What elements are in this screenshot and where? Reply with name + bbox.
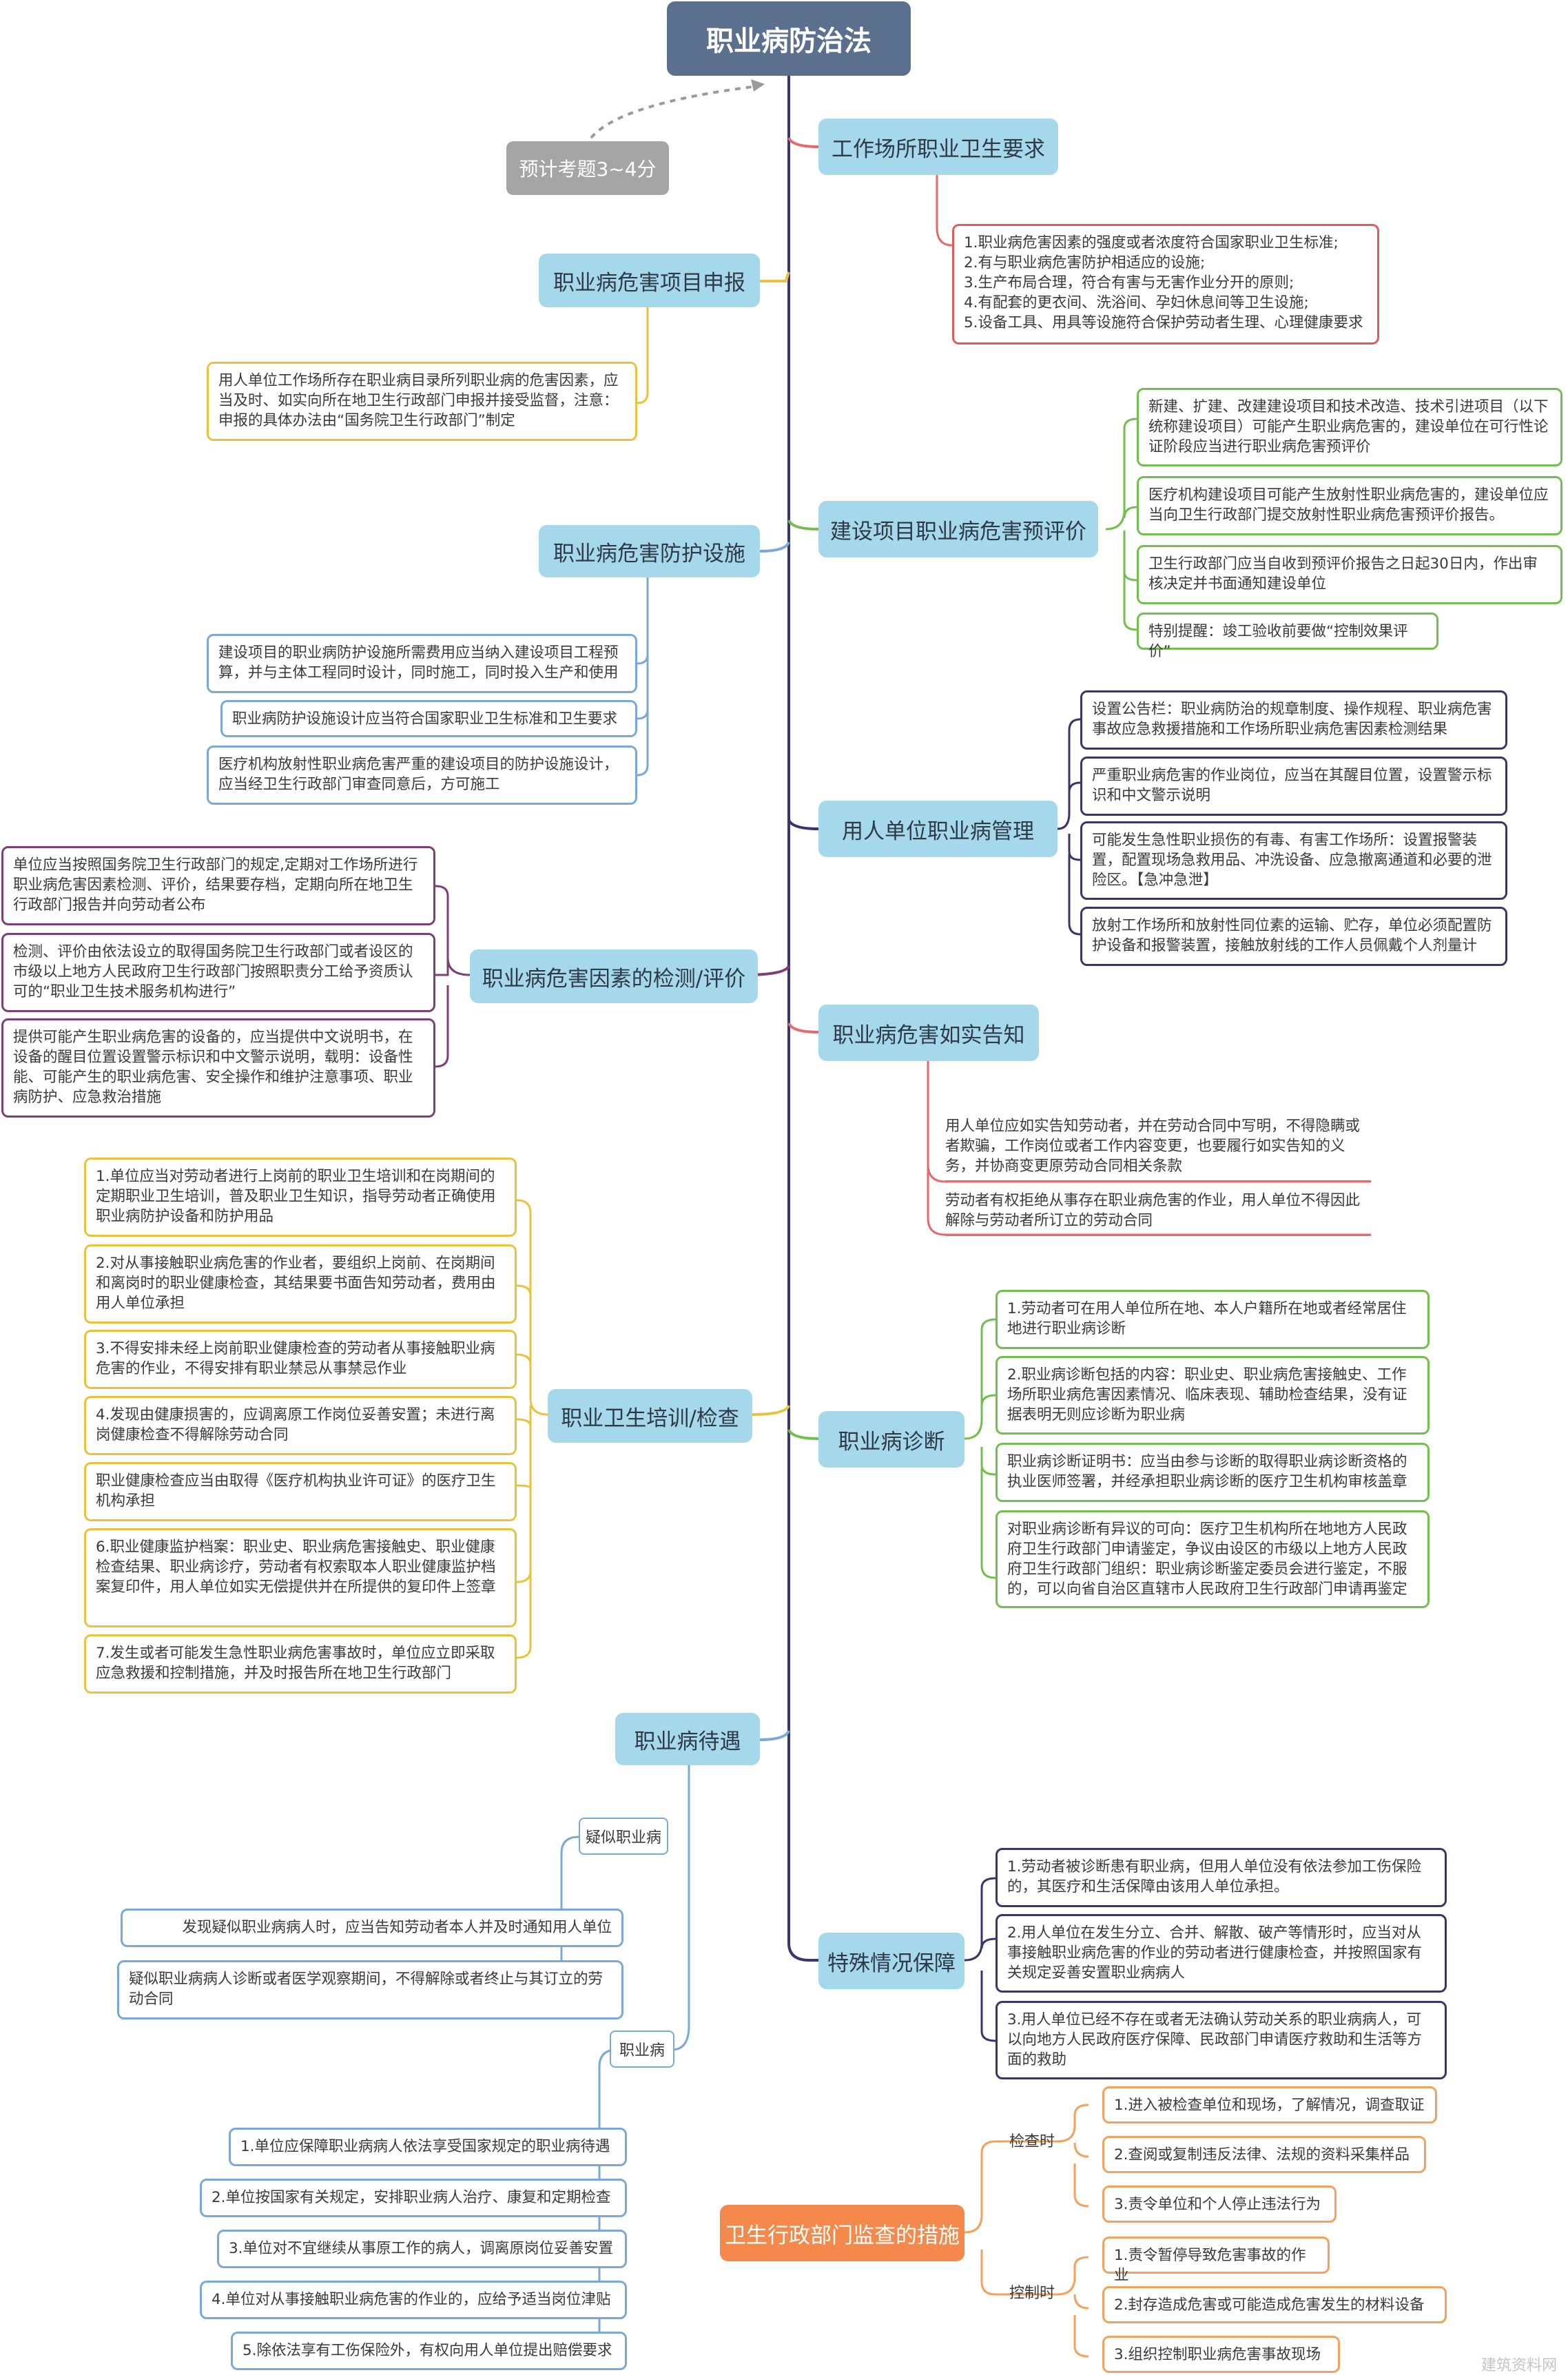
training-item-1: 1.单位应当对劳动者进行上岗前的职业卫生培训和在岗期间的定期职业卫生培训，普及职…: [84, 1158, 517, 1237]
branch-treatment: [759, 1730, 790, 1741]
disease-item-4: 4.单位对从事接触职业病危害的作业的，应给予适当岗位津贴: [200, 2281, 627, 2319]
topic-special[interactable]: 特殊情况保障: [818, 1933, 964, 1989]
diagnose-item-2: 2.职业病诊断包括的内容：职业史、职业病危害接触史、工作场所职业病危害因素情况、…: [996, 1356, 1430, 1435]
branch-preeval: [787, 520, 819, 531]
special-item-1: 1.劳动者被诊断患有职业病，但用人单位没有依法参加工伤保险的，其医疗和生活保障由…: [996, 1848, 1447, 1907]
topic-manage[interactable]: 用人单位职业病管理: [818, 801, 1058, 857]
diagnose-item-1: 1.劳动者可在用人单位所在地、本人户籍所在地或者经常居住地进行职业病诊断: [996, 1290, 1430, 1349]
preeval-item-2: 医疗机构建设项目可能产生放射性职业病危害的，建设单位应当向卫生行政部门提交放射性…: [1137, 476, 1562, 535]
root-title[interactable]: 职业病防治法: [667, 1, 911, 76]
topic-detect[interactable]: 职业病危害因素的检测/评价: [470, 949, 758, 1003]
diagnose-item-4: 对职业病诊断有异议的可向：医疗卫生机构所在地地方人民政府卫生行政部门申请鉴定，争…: [996, 1510, 1430, 1608]
special-item-2: 2.用人单位在发生分立、合并、解散、破产等情形时，应当对从事接触职业病危害的作业…: [996, 1914, 1447, 1993]
manage-item-1: 设置公告栏：职业病防治的规章制度、操作规程、职业病危害事故应急救援措施和工作场所…: [1080, 690, 1507, 750]
manage-item-3: 可能发生急性职业损伤的有毒、有害工作场所：设置报警装置，配置现场急救用品、冲洗设…: [1080, 821, 1507, 900]
branch-workplace: [787, 137, 819, 148]
control-item-2: 2.封存造成危害或可能造成危害发生的材料设备: [1102, 2286, 1447, 2323]
inform-item-1: 用人单位应如实告知劳动者，并在劳动合同中写明，不得隐瞒或者欺骗，工作岗位或者工作…: [945, 1116, 1371, 1182]
topic-preeval[interactable]: 建设项目职业病危害预评价: [818, 501, 1098, 557]
branch-training: [752, 1404, 790, 1416]
training-item-2: 2.对从事接触职业病危害的作业者，要组织上岗前、在岗期间和离岗时的职业健康检查，…: [84, 1244, 517, 1324]
tip-arrow: [590, 85, 759, 139]
supervise-control-label: 控制时: [1009, 2285, 1055, 2302]
training-item-4: 4.发现由健康损害的，应调离原工作岗位妥善安置；未进行离岗健康检查不得解除劳动合…: [84, 1396, 517, 1455]
detect-item-1: 单位应当按照国务院卫生行政部门的规定,定期对工作场所进行职业病危害因素检测、评价…: [1, 846, 435, 925]
detect-item-2: 检测、评价由依法设立的取得国务院卫生行政部门或者设区的市级以上地方人民政府卫生行…: [1, 933, 435, 1012]
diagnose-item-3: 职业病诊断证明书：应当由参与诊断的取得职业病诊断资格的执业医师签署，并经承担职业…: [996, 1443, 1430, 1502]
treatment-disease-label[interactable]: 职业病: [610, 2030, 674, 2068]
detect-item-3: 提供可能产生职业病危害的设备的，应当提供中文说明书，在设备的醒目位置设置警示标识…: [1, 1018, 435, 1118]
preeval-item-3: 卫生行政部门应当自收到预评价报告之日起30日内，作出审核决定并书面通知建设单位: [1137, 545, 1562, 604]
disease-item-3: 3.单位对不宜继续从事原工作的病人，调离原岗位妥善安置: [217, 2230, 627, 2268]
topic-workplace[interactable]: 工作场所职业卫生要求: [818, 119, 1058, 175]
trunk-line: [787, 76, 818, 1962]
check-item-1: 1.进入被检查单位和现场，了解情况，调查取证: [1102, 2086, 1437, 2124]
manage-item-2: 严重职业病危害的作业岗位，应当在其醒目位置，设置警示标识和中文警示说明: [1080, 757, 1507, 816]
preeval-item-1: 新建、扩建、改建建设项目和技术改造、技术引进项目（以下统称建设项目）可能产生职业…: [1137, 388, 1562, 466]
training-item-6: 6.职业健康监护档案：职业史、职业病危害接触史、职业健康检查结果、职业病诊疗，劳…: [84, 1528, 517, 1627]
disease-item-1: 1.单位应保障职业病病人依法享受国家规定的职业病待遇: [229, 2128, 627, 2166]
check-item-2: 2.查阅或复制违反法律、法规的资料采集样品: [1102, 2136, 1426, 2173]
inform-item-2: 劳动者有权拒绝从事存在职业病危害的作业，用人单位不得因此解除与劳动者所订立的劳动…: [945, 1191, 1371, 1236]
protect-item-2: 职业病防护设施设计应当符合国家职业卫生标准和卫生要求: [220, 700, 637, 737]
branch-protect: [759, 542, 790, 553]
control-item-3: 3.组织控制职业病危害事故现场: [1102, 2336, 1340, 2373]
training-item-3: 3.不得安排未经上岗前职业健康检查的劳动者从事接触职业病危害的作业，不得安排有职…: [84, 1330, 517, 1389]
control-item-1: 1.责令暂停导致危害事故的作业: [1102, 2237, 1330, 2284]
topic-supervise[interactable]: 卫生行政部门监查的措施: [720, 2205, 964, 2261]
supervise-check-label: 检查时: [1009, 2133, 1055, 2150]
training-item-5: 职业健康检查应当由取得《医疗机构执业许可证》的医疗卫生机构承担: [84, 1462, 517, 1521]
disease-item-2: 2.单位按国家有关规定，安排职业病人治疗、康复和定期检查: [200, 2179, 627, 2217]
treatment-suspect-label[interactable]: 疑似职业病: [579, 1818, 668, 1855]
topic-training[interactable]: 职业卫生培训/检查: [548, 1389, 752, 1443]
branch-declare: [760, 271, 790, 282]
topic-diagnose[interactable]: 职业病诊断: [818, 1411, 964, 1468]
watermark: 建筑资料网: [1481, 2357, 1558, 2374]
topic-treatment[interactable]: 职业病待遇: [615, 1713, 760, 1765]
workplace-requirements: 1.职业病危害因素的强度或者浓度符合国家职业卫生标准; 2.有与职业病危害防护相…: [952, 224, 1379, 345]
special-item-3: 3.用人单位已经不存在或者无法确认劳动关系的职业病病人，可以向地方人民政府医疗保…: [996, 2001, 1447, 2079]
branch-manage: [787, 819, 819, 830]
protect-item-3: 医疗机构放射性职业病危害严重的建设项目的防护设施设计，应当经卫生行政部门审查同意…: [207, 746, 637, 805]
declare-item-1: 用人单位工作场所存在职业病目录所列职业病的危害因素，应当及时、如实向所在地卫生行…: [207, 362, 637, 441]
training-item-7: 7.发生或者可能发生急性职业病危害事故时，单位应立即采取应急救援和控制措施，并及…: [84, 1634, 517, 1694]
disease-item-5: 5.除依法享有工伤保险外，有权向用人单位提出赔偿要求: [231, 2332, 627, 2370]
check-item-3: 3.责令单位和个人停止违法行为: [1102, 2186, 1337, 2223]
branch-inform: [787, 1022, 819, 1034]
topic-declare[interactable]: 职业病危害项目申报: [539, 254, 760, 307]
suspect-item-2: 疑似职业病病人诊断或者医学观察期间，不得解除或者终止与其订立的劳动合同: [117, 1960, 623, 2019]
manage-item-4: 放射工作场所和放射性同位素的运输、贮存，单位必须配置防护设备和报警装置，接触放射…: [1080, 907, 1507, 966]
exam-tip[interactable]: 预计考题3~4分: [506, 141, 669, 195]
topic-protect[interactable]: 职业病危害防护设施: [539, 525, 760, 577]
preeval-item-4: 特别提醒：竣工验收前要做“控制效果评价”: [1137, 613, 1438, 660]
branch-diagnose: [787, 1429, 819, 1440]
topic-inform[interactable]: 职业病危害如实告知: [818, 1005, 1039, 1061]
protect-item-1: 建设项目的职业病防护设施所需费用应当纳入建设项目工程预算，并与主体工程同时设计，…: [207, 634, 637, 693]
suspect-item-1: 发现疑似职业病病人时，应当告知劳动者本人并及时通知用人单位: [121, 1909, 623, 1947]
